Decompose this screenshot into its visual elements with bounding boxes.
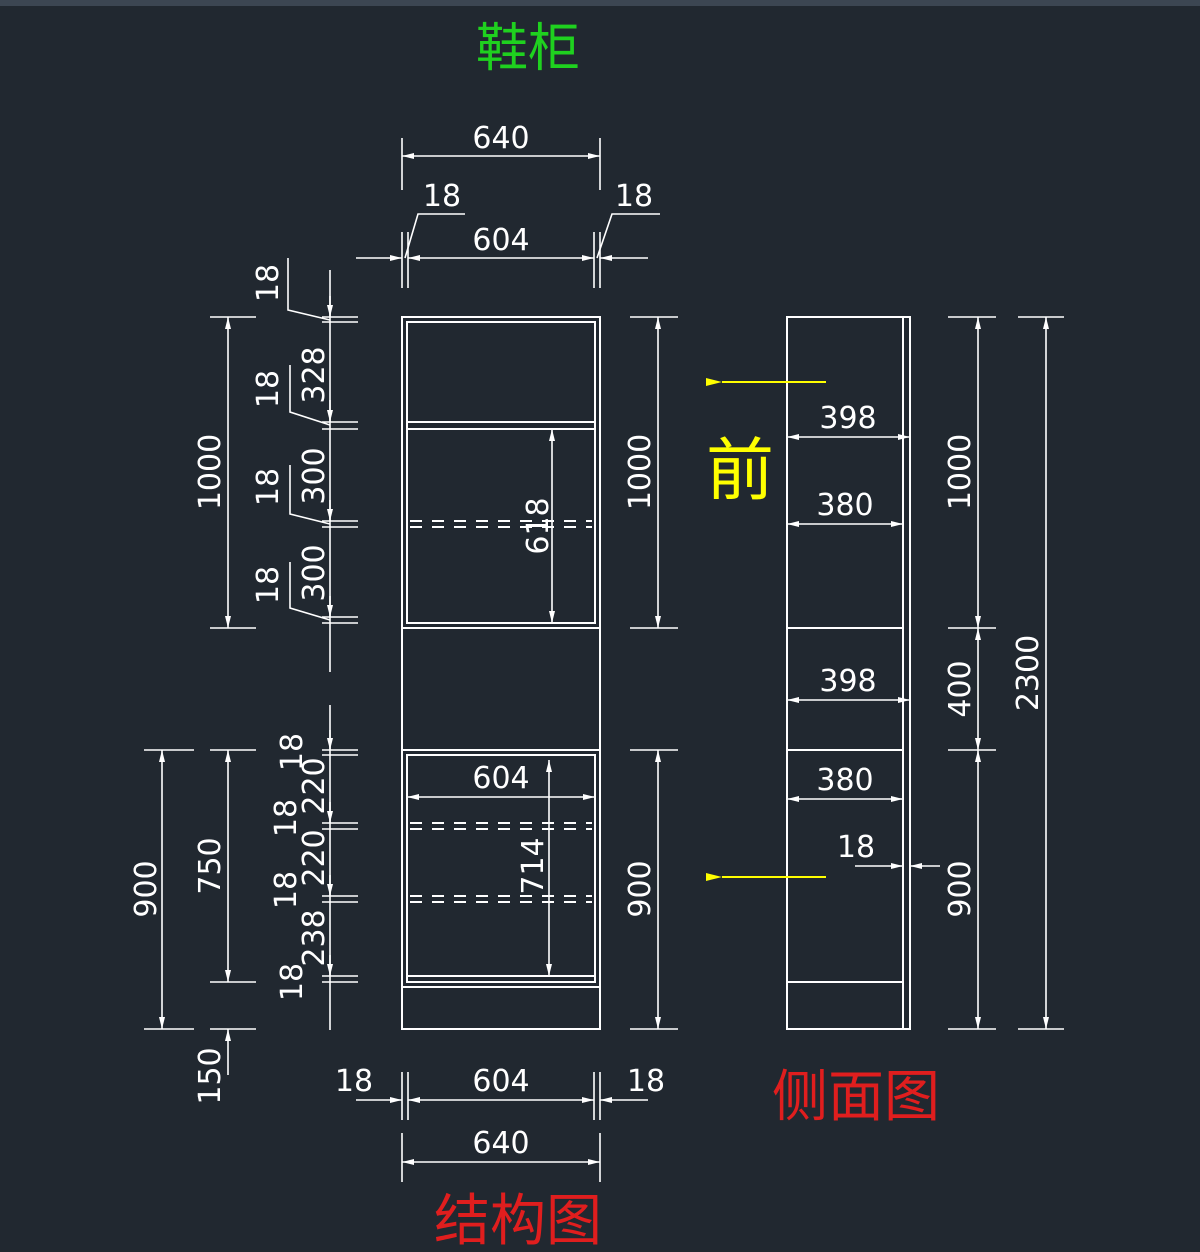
- dim-left-18-c: 18: [251, 468, 286, 506]
- dim-side-900: 900: [943, 860, 978, 917]
- dim-left-750: 750: [193, 837, 228, 894]
- dim-top-overall-width: 640: [472, 121, 529, 156]
- dim-inner-604: 604: [472, 761, 529, 796]
- dimension-lines: [144, 138, 1064, 1182]
- structure-view-label: 结构图: [434, 1189, 602, 1252]
- front-direction-arrows: [706, 378, 826, 881]
- dim-inner-714: 714: [516, 837, 551, 894]
- dim-top-left-panel: 18: [423, 179, 461, 214]
- dim-bottom-left-panel: 18: [335, 1064, 373, 1099]
- dim-left-900: 900: [129, 860, 164, 917]
- dim-side-1000: 1000: [943, 434, 978, 510]
- dim-left-18-e: 18: [269, 799, 304, 837]
- dimension-texts: 640 18 18 604 18 328 18 300 18 300 18 10…: [129, 121, 1046, 1161]
- dim-bottom-inner-width: 604: [472, 1064, 529, 1099]
- dim-left-238: 238: [297, 909, 332, 966]
- dim-left-1000: 1000: [193, 434, 228, 510]
- dim-left-300-a: 300: [297, 447, 332, 504]
- dim-left-18-b: 18: [251, 370, 286, 408]
- dim-left-18-c2: 18: [251, 566, 286, 604]
- dim-left-18-g: 18: [275, 963, 310, 1001]
- front-label: 前: [706, 432, 774, 511]
- dim-side-380-b: 380: [816, 763, 873, 798]
- dim-left-328: 328: [297, 346, 332, 403]
- dim-top-inner-width: 604: [472, 223, 529, 258]
- cabinet-front-structure: [401, 316, 601, 1030]
- dim-side-400: 400: [943, 660, 978, 717]
- dim-side-18: 18: [837, 830, 875, 865]
- dim-mid-900: 900: [623, 860, 658, 917]
- side-view-label: 侧面图: [772, 1065, 940, 1130]
- dim-bottom-right-panel: 18: [627, 1064, 665, 1099]
- removable-shelf-lines: [410, 520, 592, 903]
- dim-bottom-overall-width: 640: [472, 1126, 529, 1161]
- dim-left-300-b: 300: [297, 544, 332, 601]
- dim-side-398-a: 398: [819, 401, 876, 436]
- dim-left-220-b: 220: [297, 829, 332, 886]
- dim-side-2300: 2300: [1011, 635, 1046, 711]
- dim-left-18-d: 18: [275, 733, 310, 771]
- drawing-title: 鞋柜: [476, 19, 580, 79]
- dim-left-220-a: 220: [297, 757, 332, 814]
- dim-inner-618: 618: [521, 497, 556, 554]
- dim-left-18-f: 18: [269, 871, 304, 909]
- dim-side-398-b: 398: [819, 664, 876, 699]
- dim-side-380-a: 380: [816, 488, 873, 523]
- dim-left-18-a: 18: [251, 264, 286, 302]
- dim-mid-1000: 1000: [623, 434, 658, 510]
- window-top-border: [0, 0, 1200, 6]
- dim-left-150: 150: [193, 1047, 228, 1104]
- dim-top-right-panel: 18: [615, 179, 653, 214]
